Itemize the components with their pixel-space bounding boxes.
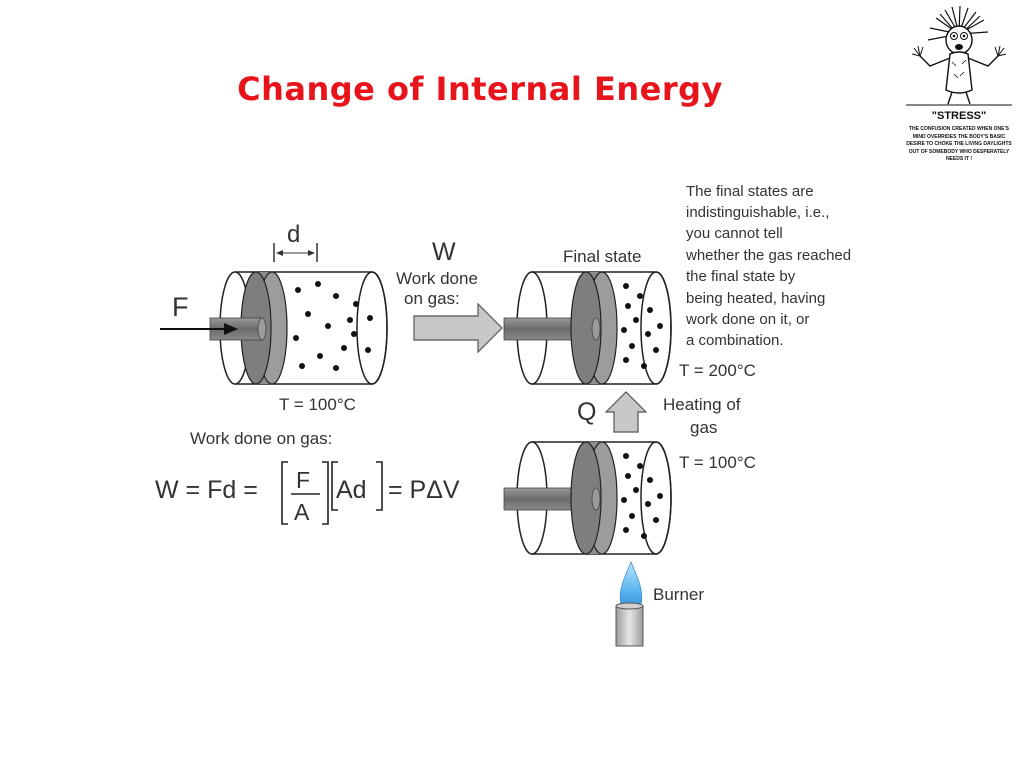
stress-cartoon-panel: "STRESS" THE CONFUSION CREATED WHEN ONE'… bbox=[900, 4, 1018, 194]
work-arrow-line2: on gas: bbox=[404, 289, 460, 308]
heat-arrow bbox=[604, 391, 648, 433]
note-line: The final states are bbox=[686, 183, 814, 200]
gas-molecules-left bbox=[293, 281, 373, 371]
burner bbox=[615, 561, 644, 647]
note-line: the final state by bbox=[686, 268, 796, 285]
formula-bracket2: Ad bbox=[336, 476, 367, 504]
heat-arrow-line2: gas bbox=[690, 418, 717, 437]
stress-definition: THE CONFUSION CREATED WHEN ONE'S MIND OV… bbox=[906, 126, 1012, 163]
formula-caption: Work done on gas: bbox=[190, 429, 332, 448]
note-line: being heated, having bbox=[686, 290, 825, 307]
formula-fraction-denominator: A bbox=[294, 499, 310, 525]
heat-symbol: Q bbox=[577, 398, 596, 426]
stress-cartoon-image bbox=[906, 5, 1012, 106]
formula-lhs: W = Fd = bbox=[155, 476, 258, 504]
formula-rhs: = PΔV bbox=[388, 476, 460, 504]
note-line: you cannot tell bbox=[686, 225, 783, 242]
note-line: work done on it, or bbox=[685, 311, 809, 328]
work-symbol: W bbox=[432, 238, 456, 266]
work-formula: W = Fd = F A Ad = PΔV bbox=[155, 461, 460, 525]
left-temperature: T = 100°C bbox=[279, 395, 356, 414]
initial-state-cylinder bbox=[503, 441, 672, 555]
force-label: F bbox=[172, 292, 189, 322]
explanatory-note: The final states are indistinguishable, … bbox=[685, 183, 851, 349]
final-state-label: Final state bbox=[563, 247, 641, 266]
left-cylinder bbox=[209, 271, 388, 385]
work-arrow-line1: Work done bbox=[396, 269, 478, 288]
work-arrow bbox=[413, 302, 503, 354]
gas-molecules-final bbox=[621, 283, 663, 369]
final-temperature: T = 200°C bbox=[679, 361, 756, 380]
note-line: a combination. bbox=[686, 332, 784, 349]
slide-title: Change of Internal Energy bbox=[237, 70, 723, 108]
note-line: indistinguishable, i.e., bbox=[686, 204, 829, 221]
final-state-cylinder bbox=[503, 271, 672, 385]
formula-fraction-numerator: F bbox=[296, 467, 310, 493]
heat-arrow-line1: Heating of bbox=[663, 395, 741, 414]
gas-molecules-initial bbox=[621, 453, 663, 539]
distance-label: d bbox=[287, 221, 300, 248]
burner-label: Burner bbox=[653, 585, 704, 604]
initial-temperature: T = 100°C bbox=[679, 453, 756, 472]
displacement-marker bbox=[273, 243, 318, 262]
stress-title: "STRESS" bbox=[931, 110, 987, 122]
note-line: whether the gas reached bbox=[685, 247, 851, 264]
